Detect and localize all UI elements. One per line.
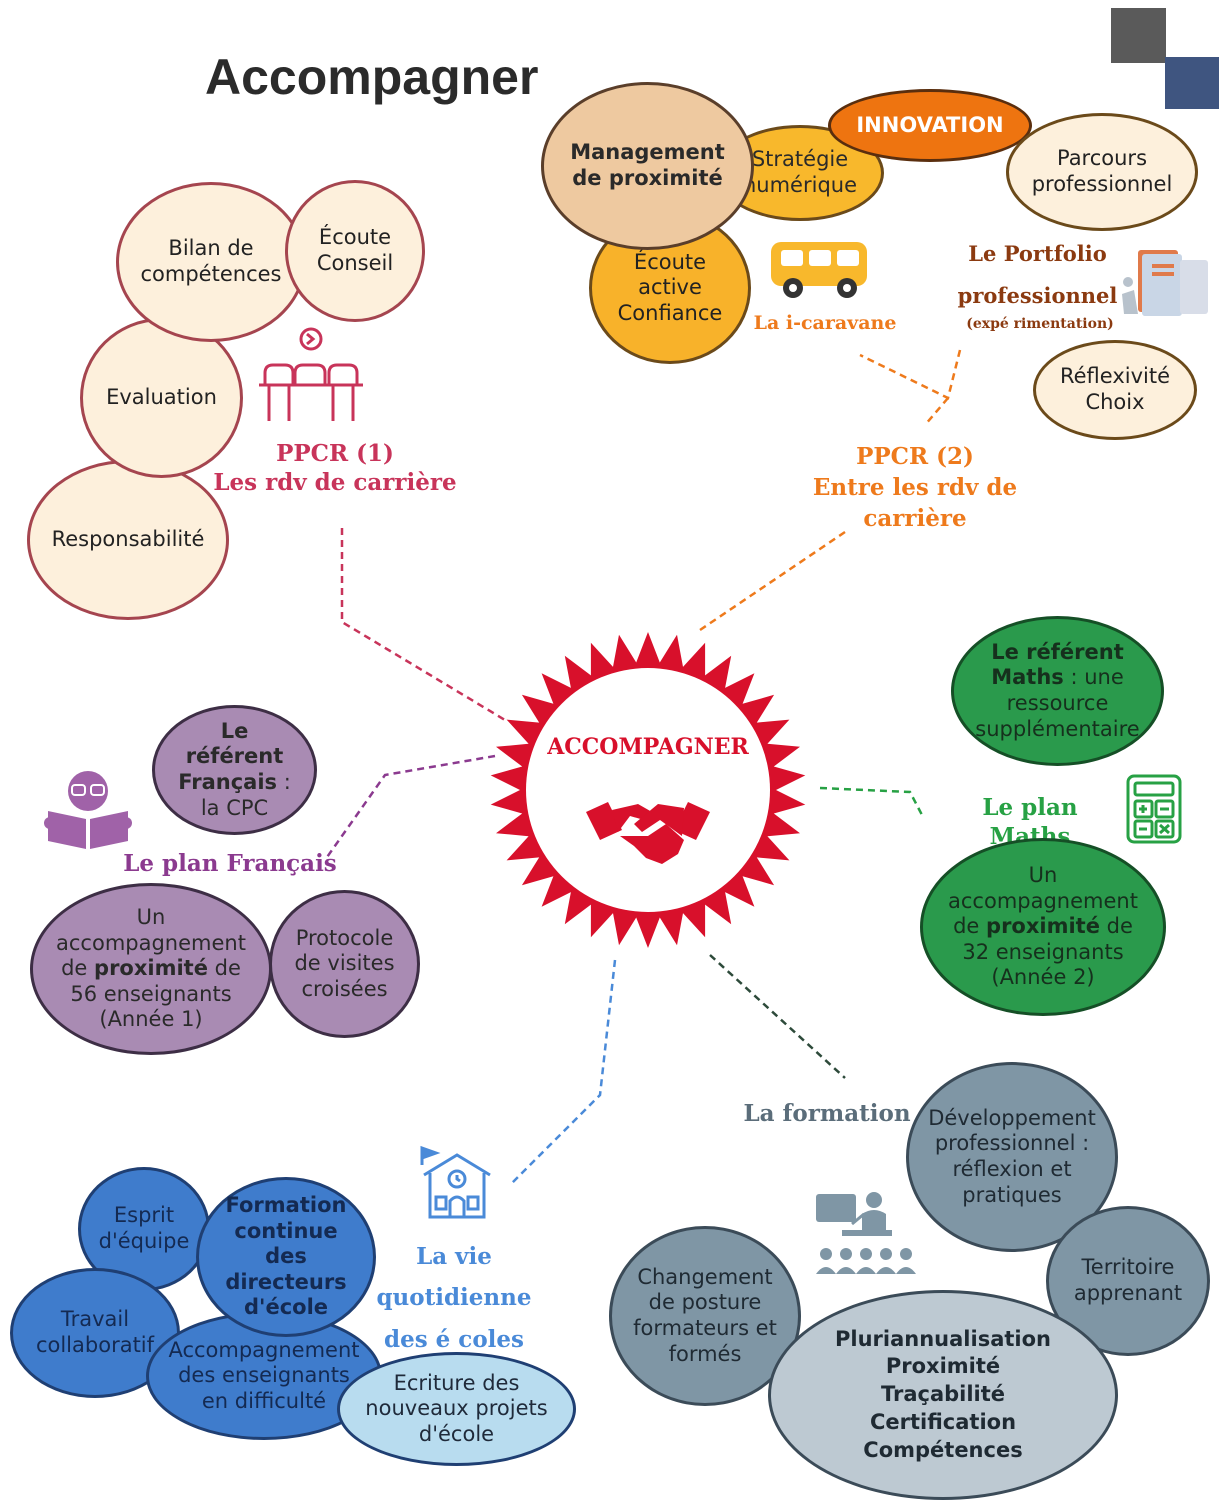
ppcr1-title: PPCR (1)	[276, 440, 394, 467]
bubble-referent-francais: Le référent Français : la CPC	[152, 705, 317, 835]
ppcr2-label: PPCR (2) Entre les rdv de carrière	[790, 441, 1040, 534]
ppcr1-label: PPCR (1) Les rdv de carrière	[200, 440, 470, 498]
bubble-responsabilite: Responsabilité	[27, 460, 229, 620]
bubble-parcours-professionnel: Parcours professionnel	[1006, 113, 1198, 231]
connector-francais	[323, 754, 496, 861]
portfolio-book-icon	[1122, 250, 1208, 316]
bubble-protocole-visites: Protocole de visites croisées	[269, 890, 420, 1038]
pluri-item-4: Certification	[869, 1409, 1017, 1434]
bubble-management-proximite: Management de proximité	[541, 82, 754, 250]
reader-icon	[44, 771, 132, 849]
connector-vie	[509, 959, 617, 1186]
connector-formation	[709, 954, 846, 1079]
center-starburst	[490, 632, 806, 948]
bubble-ecriture-projets: Ecriture des nouveaux projets d'école	[337, 1352, 576, 1466]
bubble-ecoute-conseil: Écoute Conseil	[285, 180, 425, 322]
bubble-pluriannualisation: Pluriannualisation Proximité Traçabilité…	[768, 1290, 1118, 1500]
ppcr2-title: PPCR (2)	[856, 443, 974, 470]
formation-title: La formation	[743, 1100, 911, 1127]
pluri-item-5: Compétences	[863, 1437, 1023, 1462]
francais-title: Le plan Français	[123, 850, 337, 877]
calculator-icon	[1126, 774, 1182, 844]
connector-portfolio	[859, 349, 962, 426]
center-label: ACCOMPAGNER	[547, 734, 749, 760]
school-icon	[420, 1145, 491, 1219]
classroom-icon	[816, 1192, 916, 1274]
maths-title: Le plan Maths	[982, 794, 1078, 850]
bubble-innovation: INNOVATION	[828, 89, 1032, 162]
handshake-icon	[586, 802, 710, 864]
bubble-evaluation: Evaluation	[80, 318, 243, 478]
caravane-label: La i-caravane	[753, 312, 897, 334]
connector-maths	[819, 786, 924, 816]
portfolio-title-line1: Le Portfolio	[968, 241, 1107, 266]
connector-ppcr2	[699, 530, 846, 632]
bubble-bilan-competences: Bilan de compétences	[116, 182, 306, 342]
bubble-travail-collaboratif: Travail collaboratif	[10, 1268, 180, 1398]
meeting-chairs-icon	[259, 327, 363, 421]
page-title: Accompagner	[205, 49, 539, 105]
bubble-accompagnement-francais: Un accompagnement de proximité de 56 ens…	[30, 883, 272, 1055]
pluri-item-3: Traçabilité	[880, 1382, 1006, 1407]
corner-square-gray	[1111, 8, 1166, 63]
bus-icon	[771, 242, 867, 298]
bubble-reflexivite-choix: Réflexivité Choix	[1033, 340, 1197, 440]
pluri-item-1: Pluriannualisation	[835, 1326, 1051, 1351]
bubble-formation-directeurs: Formation continue des directeurs d'écol…	[196, 1177, 376, 1337]
bubble-changement-posture: Changement de posture formateurs et form…	[609, 1226, 801, 1406]
vie-title-line3: des é coles	[384, 1325, 524, 1353]
ppcr2-subtitle-line2: carrière	[863, 505, 967, 533]
ppcr2-subtitle-line1: Entre les rdv de	[812, 474, 1018, 502]
connector-ppcr1	[340, 528, 506, 722]
vie-title-line1: La vie	[416, 1243, 492, 1270]
portfolio-note: (expé rimentation)	[966, 316, 1114, 332]
vie-title-line2: quotidienne	[376, 1284, 532, 1312]
corner-square-navy	[1165, 57, 1219, 109]
ppcr1-subtitle: Les rdv de carrière	[213, 468, 457, 496]
bubble-referent-maths: Le référent Maths : une ressource supplé…	[951, 616, 1164, 766]
bubble-accompagnement-maths: Un accompagnement de proximité de 32 ens…	[920, 838, 1166, 1016]
vie-title: La vie quotidienne des é coles	[374, 1236, 534, 1360]
portfolio-title-line2: professionnel	[957, 283, 1118, 308]
pluri-item-2: Proximité	[885, 1354, 1001, 1379]
